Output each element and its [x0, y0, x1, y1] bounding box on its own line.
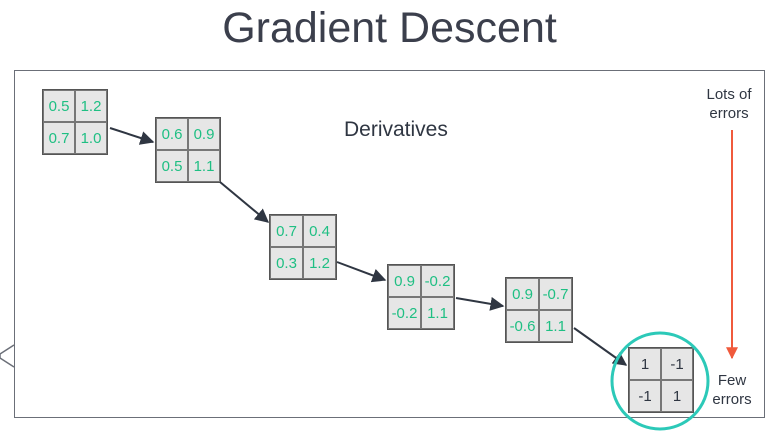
matrix-cell: 1.2: [75, 90, 107, 122]
matrix-cell: -1: [661, 348, 693, 380]
matrix-cell: -0.2: [388, 297, 421, 329]
matrix-cell: 0.4: [303, 215, 336, 247]
matrix-cell: -0.7: [539, 278, 572, 310]
few-errors-line-2: errors: [712, 391, 752, 408]
page-title: Gradient Descent: [222, 4, 557, 52]
matrix-cell: 1: [629, 348, 661, 380]
lots-of-errors-line-2: errors: [709, 105, 749, 122]
matrix-cell: 1: [661, 380, 693, 412]
matrix-cell: 0.7: [43, 122, 75, 154]
matrix-cell: 0.5: [156, 150, 188, 182]
lots-of-errors-line-1: Lots of: [706, 86, 752, 103]
matrix-step-3: 0.7 0.4 0.3 1.2: [269, 214, 337, 280]
matrix-cell: 0.9: [388, 265, 421, 297]
lots-of-errors-label: Lots of errors: [696, 85, 762, 123]
matrix-step-6-final: 1 -1 -1 1: [628, 347, 694, 413]
matrix-step-1: 0.5 1.2 0.7 1.0: [42, 89, 108, 155]
matrix-step-4: 0.9 -0.2 -0.2 1.1: [387, 264, 455, 330]
derivatives-label: Derivatives: [344, 118, 448, 141]
few-errors-line-1: Few: [717, 372, 747, 389]
matrix-cell: 0.5: [43, 90, 75, 122]
matrix-cell: 0.7: [270, 215, 303, 247]
matrix-cell: 1.1: [539, 310, 572, 342]
matrix-cell: 0.3: [270, 247, 303, 279]
matrix-cell: 1.1: [188, 150, 220, 182]
matrix-cell: 0.9: [506, 278, 539, 310]
few-errors-label: Few errors: [706, 371, 758, 409]
matrix-cell: 0.6: [156, 118, 188, 150]
matrix-cell: 1.2: [303, 247, 336, 279]
diagram-frame: [14, 70, 765, 418]
matrix-cell: -0.6: [506, 310, 539, 342]
matrix-cell: -1: [629, 380, 661, 412]
matrix-cell: 1.1: [421, 297, 454, 329]
callout-tail: [0, 344, 15, 368]
matrix-step-5: 0.9 -0.7 -0.6 1.1: [505, 277, 573, 343]
matrix-cell: -0.2: [421, 265, 454, 297]
matrix-cell: 0.9: [188, 118, 220, 150]
matrix-cell: 1.0: [75, 122, 107, 154]
matrix-step-2: 0.6 0.9 0.5 1.1: [155, 117, 221, 183]
